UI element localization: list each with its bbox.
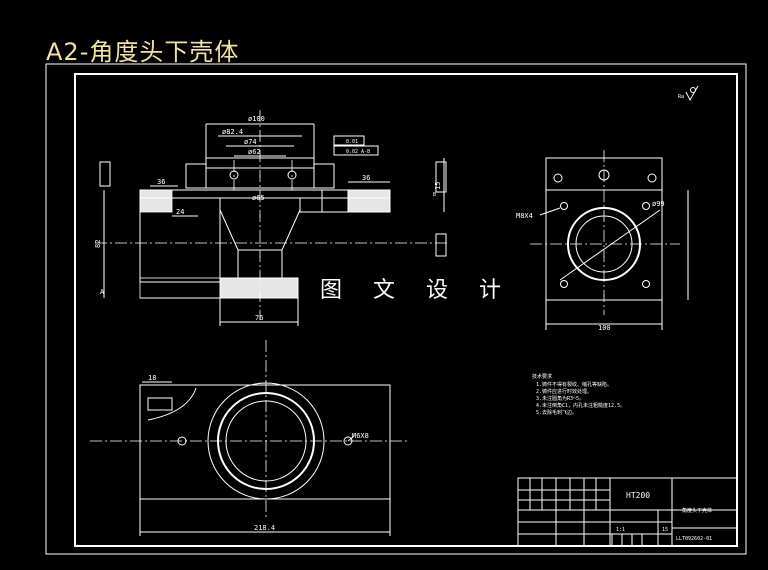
svg-text:0.01: 0.01 xyxy=(346,139,358,145)
technical-notes: 技术要求 1.铸件不得有裂纹、缩孔等缺陷。 2.铸件应进行时效处理。 3.未注圆… xyxy=(532,373,625,416)
svg-text:技术要求: 技术要求 xyxy=(532,373,552,380)
svg-text:24: 24 xyxy=(176,208,184,216)
svg-text:ø65: ø65 xyxy=(252,194,265,202)
inner-frame xyxy=(74,73,738,547)
svg-text:15: 15 xyxy=(434,182,442,190)
page-title: A2-角度头下壳体 xyxy=(46,38,240,66)
svg-text:76: 76 xyxy=(255,314,263,322)
svg-text:M8X4: M8X4 xyxy=(516,212,533,220)
svg-text:Ra: Ra xyxy=(678,94,684,100)
svg-text:M6X8: M6X8 xyxy=(352,432,369,440)
svg-text:5.去除毛刺飞边。: 5.去除毛刺飞边。 xyxy=(536,409,577,416)
svg-text:18: 18 xyxy=(148,374,156,382)
svg-text:ø74: ø74 xyxy=(244,138,257,146)
side-view: M8X4 ø99 100 xyxy=(516,150,689,332)
roughness-symbol: Ra xyxy=(678,85,699,102)
svg-text:4.未注倒角C1，内孔未注粗糙度12.5。: 4.未注倒角C1，内孔未注粗糙度12.5。 xyxy=(536,402,625,409)
svg-text:ø82.4: ø82.4 xyxy=(222,128,243,136)
material-label: HT200 xyxy=(626,491,650,500)
part-name: 角度头下壳体 xyxy=(682,507,712,514)
svg-text:100: 100 xyxy=(598,324,611,332)
scale-value: 1:1 xyxy=(616,527,625,533)
svg-text:2.铸件应进行时效处理。: 2.铸件应进行时效处理。 xyxy=(536,388,592,395)
top-view: 18 M6X8 218.4 xyxy=(90,340,410,536)
title-block: HT200 角度头下壳体 LLT092602-01 1:1 15 xyxy=(517,477,738,547)
svg-text:0.02 A-B: 0.02 A-B xyxy=(346,149,370,155)
svg-text:82: 82 xyxy=(94,240,102,248)
svg-text:36: 36 xyxy=(362,174,370,182)
svg-text:A: A xyxy=(100,288,105,296)
svg-text:36: 36 xyxy=(157,178,165,186)
svg-text:ø62: ø62 xyxy=(248,148,261,156)
front-view: ø100 ø82.4 ø74 ø62 36 36 24 ø65 76 82 15… xyxy=(94,110,450,326)
svg-text:3.未注圆角为R3~5。: 3.未注圆角为R3~5。 xyxy=(536,395,584,402)
outer-border xyxy=(45,63,747,555)
sheet-value: 15 xyxy=(662,527,668,533)
svg-text:218.4: 218.4 xyxy=(254,524,275,532)
drawing-number: LLT092602-01 xyxy=(676,536,712,542)
watermark-text: 图 文 设 计 xyxy=(316,272,517,304)
svg-text:1.铸件不得有裂纹、缩孔等缺陷。: 1.铸件不得有裂纹、缩孔等缺陷。 xyxy=(536,381,612,388)
svg-text:ø100: ø100 xyxy=(248,115,265,123)
svg-text:B: B xyxy=(433,192,436,198)
svg-text:ø99: ø99 xyxy=(652,200,665,208)
